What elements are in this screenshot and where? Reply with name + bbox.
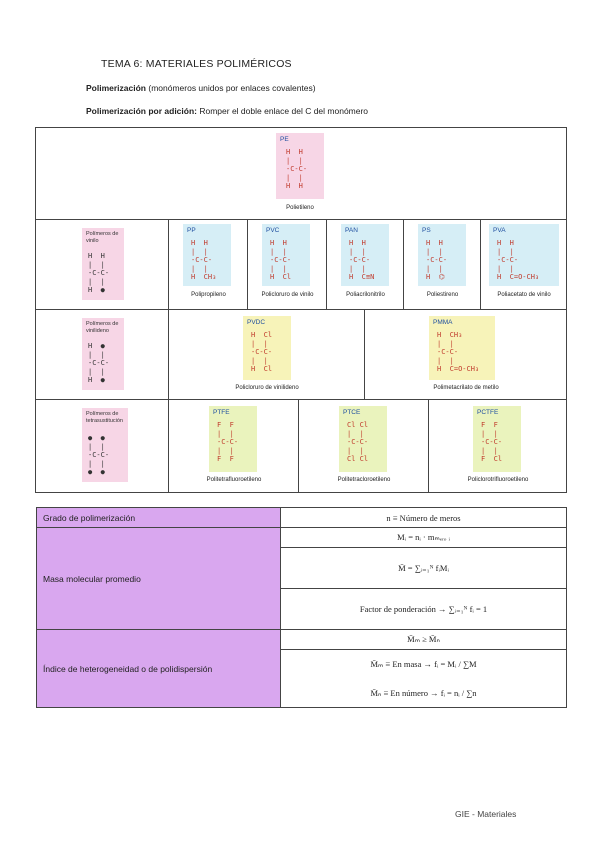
adicion-desc: Romper el doble enlace del C del monómer…	[197, 106, 369, 116]
caption: Policloruro de vinilideno	[235, 385, 299, 391]
polimerizacion-label: Polimerización	[86, 83, 146, 93]
card-abbr: PP	[187, 227, 196, 234]
row-tetrasustitucion: Polímeros de tetrasustitución ● ● | | -C…	[36, 400, 566, 492]
molecule: F F | | -C-C- | | F Cl	[481, 421, 503, 464]
molecule: H H | | -C-C- | | H H	[286, 148, 308, 191]
card-ptfe: PTFE F F | | -C-C- | | F F	[209, 406, 257, 472]
masa-formula-2: M̄ = ∑ᵢ₌₁ᴺ fᵢMᵢ	[280, 547, 567, 589]
card-abbr: PVA	[493, 227, 506, 234]
cell-pva: PVA H H | | -C-C- | | H C=O-CH₃ Poliacet…	[481, 220, 567, 309]
caption: Poliacrilonitrilo	[346, 292, 385, 298]
adicion-label: Polimerización por adición:	[86, 106, 197, 116]
caption: Polipropileno	[191, 292, 226, 298]
card-abbr: PS	[422, 227, 431, 234]
molecule: F F | | -C-C- | | F F	[217, 421, 239, 464]
card-abbr: PAN	[345, 227, 358, 234]
molecule: ● ● | | -C-C- | | ● ●	[88, 434, 110, 477]
page-title: TEMA 6: MATERIALES POLIMÉRICOS	[101, 58, 292, 70]
card-group: Polímeros de tetrasustitución ● ● | | -C…	[82, 408, 128, 482]
cell-pan: PAN H H | | -C-C- | | H C≡N Poliacriloni…	[327, 220, 404, 309]
molecule: H CH₃ | | -C-C- | | H C=O-CH₃	[437, 331, 480, 374]
cell-pp: PP H H | | -C-C- | | H CH₃ Polipropileno	[169, 220, 248, 309]
cell-pmma: PMMA H CH₃ | | -C-C- | | H C=O-CH₃ Polim…	[365, 310, 567, 399]
molecule: H ● | | -C-C- | | H ●	[88, 342, 110, 385]
card-abbr: PTCE	[343, 409, 361, 416]
card-group: Polímeros de vinilo H H | | -C-C- | | H …	[82, 228, 124, 300]
indice-formula-3: M̄ₙ ≡ En número → fᵢ = nᵢ / ∑n	[280, 679, 567, 708]
grado-label: Grado de polimerización	[36, 507, 281, 528]
group-label: Polímeros de vinilo	[86, 231, 119, 244]
adicion-line: Polimerización por adición: Romper el do…	[86, 106, 368, 116]
molecule: H H | | -C-C- | | H ●	[88, 252, 110, 295]
caption: Poliacetato de vinilo	[497, 292, 551, 298]
table-row: Grado de polimerización n ≡ Número de me…	[36, 507, 567, 528]
group-label: Polímeros de vinilideno	[86, 321, 119, 334]
indice-label: Índice de heterogeneidad o de polidisper…	[36, 629, 281, 708]
card-abbr: PTFE	[213, 409, 230, 416]
card-abbr: PVDC	[247, 319, 266, 326]
card-ptce: PTCE Cl Cl | | -C-C- | | Cl Cl	[339, 406, 387, 472]
masa-formula-3: Factor de ponderación → ∑ᵢ₌₁ᴺ fᵢ = 1	[280, 588, 567, 630]
card-pan: PAN H H | | -C-C- | | H C≡N	[341, 224, 389, 286]
cell-pvdc: PVDC H Cl | | -C-C- | | H Cl Policloruro…	[169, 310, 365, 399]
molecule: H H | | -C-C- | | H CH₃	[191, 239, 217, 282]
molecule: H H | | -C-C- | | H ⌬	[426, 239, 448, 282]
card-pvc: PVC H H | | -C-C- | | H Cl	[262, 224, 310, 286]
polimerizacion-desc: (monómeros unidos por enlaces covalentes…	[146, 83, 316, 93]
cell-pctfe: PCTFE F F | | -C-C- | | F Cl Policlorotr…	[429, 400, 567, 492]
table-row: M̄ = ∑ᵢ₌₁ᴺ fᵢMᵢ	[37, 547, 567, 589]
caption: Politetrafluoroetileno	[206, 477, 262, 483]
table-row: M̄ₙ ≡ En número → fᵢ = nᵢ / ∑n	[37, 679, 567, 708]
properties-table: Grado de polimerización n ≡ Número de me…	[36, 507, 567, 708]
table-row: Masa molecular promedio Mᵢ = nᵢ · mₘₑᵣₒ …	[36, 527, 567, 630]
caption: Polimetacrilato de metilo	[433, 385, 499, 391]
table-row: M̄ₘ ≡ En masa → fᵢ = Mᵢ / ∑M	[37, 649, 567, 680]
card-abbr: PE	[280, 136, 289, 143]
grado-formula: n ≡ Número de meros	[280, 507, 567, 528]
card-group: Polímeros de vinilideno H ● | | -C-C- | …	[82, 318, 124, 390]
cell-group-vinilo: Polímeros de vinilo H H | | -C-C- | | H …	[36, 220, 169, 309]
card-pp: PP H H | | -C-C- | | H CH₃	[183, 224, 231, 286]
polymer-diagram: PE H H | | -C-C- | | H H Polietileno Pol…	[35, 127, 567, 493]
cell-ps: PS H H | | -C-C- | | H ⌬ Poliestireno	[404, 220, 481, 309]
caption: Polietileno	[286, 205, 314, 211]
indice-formula-2: M̄ₘ ≡ En masa → fᵢ = Mᵢ / ∑M	[280, 649, 567, 680]
row-polietileno: PE H H | | -C-C- | | H H Polietileno	[36, 128, 566, 220]
molecule: H H | | -C-C- | | H C=O-CH₃	[497, 239, 540, 282]
cell-ptfe: PTFE F F | | -C-C- | | F F Politetrafluo…	[169, 400, 299, 492]
molecule: Cl Cl | | -C-C- | | Cl Cl	[347, 421, 369, 464]
card-pmma: PMMA H CH₃ | | -C-C- | | H C=O-CH₃	[429, 316, 495, 380]
molecule: H H | | -C-C- | | H C≡N	[349, 239, 375, 282]
card-pe: PE H H | | -C-C- | | H H	[276, 133, 324, 199]
cell-group-vinilideno: Polímeros de vinilideno H ● | | -C-C- | …	[36, 310, 169, 399]
row-vinilo: Polímeros de vinilo H H | | -C-C- | | H …	[36, 220, 566, 310]
caption: Poliestireno	[426, 292, 459, 298]
masa-formula-1: Mᵢ = nᵢ · mₘₑᵣₒ ᵢ	[280, 527, 567, 548]
footer: GIE - Materiales	[455, 809, 517, 819]
molecule: H H | | -C-C- | | H Cl	[270, 239, 292, 282]
card-abbr: PCTFE	[477, 409, 499, 416]
masa-label: Masa molecular promedio	[36, 527, 281, 630]
caption: Politetracloroetileno	[337, 477, 391, 483]
row-vinilideno: Polímeros de vinilideno H ● | | -C-C- | …	[36, 310, 566, 400]
polimerizacion-line: Polimerización (monómeros unidos por enl…	[86, 83, 316, 93]
card-abbr: PVC	[266, 227, 280, 234]
cell-group-tetra: Polímeros de tetrasustitución ● ● | | -C…	[36, 400, 169, 492]
indice-formula-1: M̄ₘ ≥ M̄ₙ	[280, 629, 567, 650]
cell-pvc: PVC H H | | -C-C- | | H Cl Policloruro d…	[248, 220, 327, 309]
card-pctfe: PCTFE F F | | -C-C- | | F Cl	[473, 406, 521, 472]
card-abbr: PMMA	[433, 319, 453, 326]
group-label: Polímeros de tetrasustitución	[86, 411, 123, 424]
card-pva: PVA H H | | -C-C- | | H C=O-CH₃	[489, 224, 559, 286]
card-ps: PS H H | | -C-C- | | H ⌬	[418, 224, 466, 286]
cell-ptce: PTCE Cl Cl | | -C-C- | | Cl Cl Politetra…	[299, 400, 429, 492]
molecule: H Cl | | -C-C- | | H Cl	[251, 331, 273, 374]
table-row: Índice de heterogeneidad o de polidisper…	[36, 629, 567, 708]
caption: Policloruro de vinilo	[261, 292, 314, 298]
card-pvdc: PVDC H Cl | | -C-C- | | H Cl	[243, 316, 291, 380]
caption: Policlorotrifluoroetileno	[467, 477, 529, 483]
